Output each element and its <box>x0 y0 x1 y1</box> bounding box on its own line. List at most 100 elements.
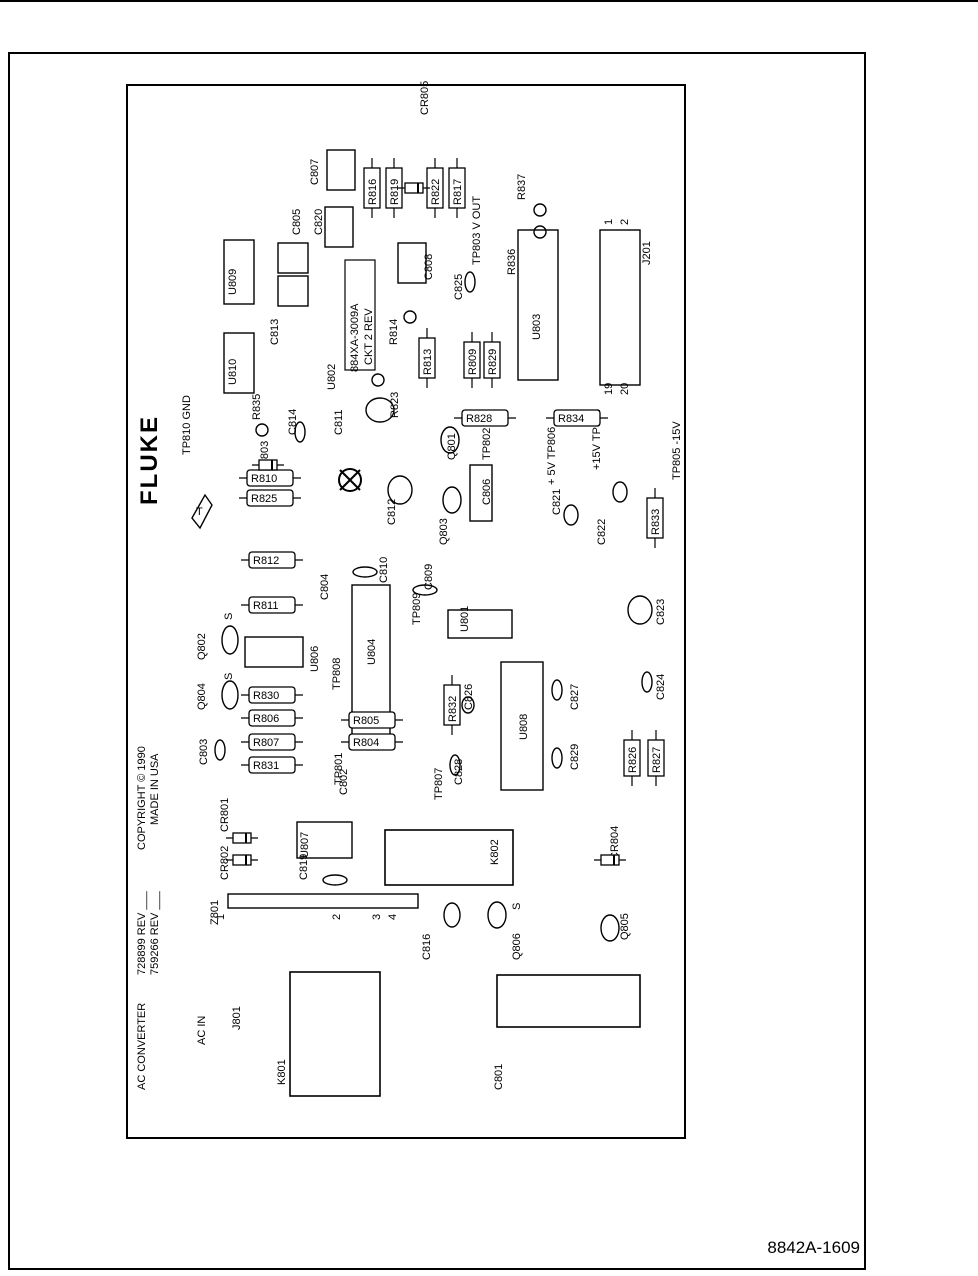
r827-label: R827 <box>651 747 663 773</box>
q806-label: Q806 <box>511 933 523 960</box>
diode-cr801-icon <box>226 832 258 844</box>
c820-label: C820 <box>313 209 325 235</box>
made-in-label: MADE IN USA <box>149 753 161 825</box>
resistor-r819: R819 <box>385 158 403 218</box>
resistor-r832: R832 <box>443 675 461 735</box>
c816-label: C816 <box>421 934 433 960</box>
z801-pin-1: 1 <box>215 914 227 920</box>
part-marking-1: 884XA-3009A <box>349 303 361 372</box>
resistor-r806: R806 <box>241 709 303 727</box>
r804-label: R804 <box>353 737 379 749</box>
q802-outline <box>221 625 239 655</box>
resistor-r804: R804 <box>341 733 403 751</box>
u807-label: U807 <box>299 832 311 858</box>
ic-u808 <box>500 661 544 791</box>
q804-label: Q804 <box>196 683 208 710</box>
testpoint-r823-icon <box>371 373 385 387</box>
tp809-label: TP809 <box>411 593 423 625</box>
c803-outline <box>214 739 226 761</box>
c822-outline <box>612 481 628 503</box>
r828-label: R828 <box>466 413 492 425</box>
connector-z801 <box>227 893 419 909</box>
r834-label: R834 <box>558 413 584 425</box>
diode-cr805-icon <box>398 182 430 194</box>
c824-label: C824 <box>655 674 667 700</box>
c808-label: C808 <box>423 254 435 280</box>
u810-label: U810 <box>227 359 239 385</box>
c804-label: C804 <box>319 574 331 600</box>
relay-k802 <box>384 829 514 886</box>
c814-label: C814 <box>287 409 299 435</box>
resistor-r831: R831 <box>241 756 303 774</box>
u802-label: U802 <box>326 364 338 390</box>
fluke-logo-icon <box>191 493 213 530</box>
r816-label: R816 <box>367 179 379 205</box>
r831-label: R831 <box>253 760 279 772</box>
c816-outline <box>443 902 461 928</box>
r807-label: R807 <box>253 737 279 749</box>
top-rule <box>0 0 978 2</box>
resistor-r833: R833 <box>646 488 664 548</box>
ac-in-label: AC IN <box>196 1016 208 1045</box>
logo-mark-label: T <box>196 506 203 518</box>
r829-label: R829 <box>487 349 499 375</box>
testpoint-r814-icon <box>403 310 417 324</box>
k802-label: K802 <box>489 839 501 865</box>
capacitor-c805 <box>277 242 309 274</box>
c812-outline <box>387 475 413 505</box>
capacitor-c808 <box>397 242 427 284</box>
resistor-r811: R811 <box>241 596 303 614</box>
resistor-r809: R809 <box>463 332 481 388</box>
revision-2: 759266 REV ___ <box>149 890 161 975</box>
ic-u807 <box>296 821 353 859</box>
resistor-r813: R813 <box>418 328 436 388</box>
r806-label: R806 <box>253 713 279 725</box>
u809-label: U809 <box>227 269 239 295</box>
cr802-label: CR802 <box>219 846 231 880</box>
q805-outline <box>600 914 620 942</box>
c823-label: C823 <box>655 599 667 625</box>
s-mark-3: S <box>511 903 523 910</box>
r811-label: R811 <box>253 600 278 612</box>
c829-outline <box>551 747 563 769</box>
r819-label: R819 <box>389 179 401 205</box>
c801-label: C801 <box>493 1064 505 1090</box>
r813-label: R813 <box>422 349 434 375</box>
r832-label: R832 <box>447 696 459 722</box>
resistor-r828: R828 <box>454 409 516 427</box>
capacitor-c807 <box>326 149 356 191</box>
u803-label: U803 <box>531 314 543 340</box>
tp802-label: TP802 <box>481 428 493 460</box>
c821-label: C821 <box>551 489 563 515</box>
ic-u810 <box>223 332 255 394</box>
cr805-label: CR805 <box>419 81 431 115</box>
tp803-annotation: TP803 V OUT <box>471 196 483 265</box>
r835-label: R835 <box>251 394 263 420</box>
r810-label: R810 <box>251 473 277 485</box>
z801-pin-4: 4 <box>387 914 399 920</box>
u808-label: U808 <box>518 714 530 740</box>
part-marking-2: CKT 2 REV <box>363 308 375 365</box>
c811-outline <box>365 397 395 423</box>
resistor-r812: R812 <box>241 551 303 569</box>
z801-pin-2: 2 <box>331 914 343 920</box>
q802-label: Q802 <box>196 633 208 660</box>
r817-label: R817 <box>452 179 464 205</box>
c809-label: C809 <box>423 564 435 590</box>
c802-label: C802 <box>338 769 350 795</box>
z801-label: Z801 <box>209 900 221 925</box>
q801-outline <box>440 426 460 454</box>
board-outline <box>126 84 686 1139</box>
q803-outline <box>442 486 462 514</box>
u806-label: U806 <box>309 646 321 672</box>
diode-cr804-icon <box>594 854 626 866</box>
ic-u806 <box>244 636 304 668</box>
c829-label: C829 <box>569 744 581 770</box>
r836-label: R836 <box>506 249 518 275</box>
c806-label: C806 <box>481 479 493 505</box>
j201-pin-3: 19 <box>603 383 615 395</box>
trimmer-c811-icon <box>338 468 362 492</box>
u801-label: U801 <box>459 606 471 632</box>
c825-outline <box>464 271 476 293</box>
